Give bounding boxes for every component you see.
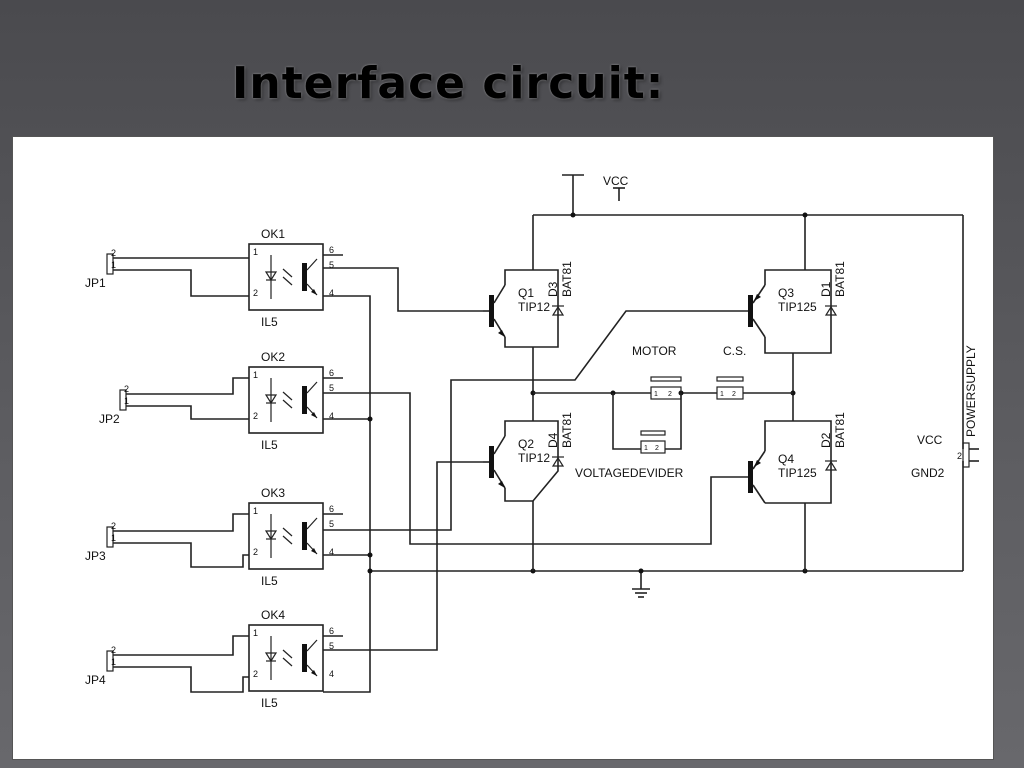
ok3-pin6: 6: [329, 504, 334, 514]
q2-name: Q2: [518, 437, 534, 451]
ok2-pin5: 5: [329, 383, 334, 393]
ok1-pin4: 4: [329, 288, 334, 298]
optocoupler-ok1: OK1 IL5 1 2 6 5 4: [248, 227, 334, 329]
q1-name: Q1: [518, 286, 534, 300]
ok1-pin6: 6: [329, 245, 334, 255]
ok4-pin5: 5: [329, 641, 334, 651]
ok3-type: IL5: [261, 574, 278, 588]
jp1-pin1: 1: [111, 260, 116, 270]
bridge-wiring: [530, 347, 806, 571]
d4-name: D4: [546, 432, 560, 448]
jp3-label: JP3: [85, 549, 106, 563]
ok4-pin6: 6: [329, 626, 334, 636]
q4-name: Q4: [778, 452, 794, 466]
transistor-q2: Q2 TIP12: [483, 420, 559, 502]
ok4-pin4: 4: [329, 669, 334, 679]
jp2-pin1: 1: [124, 396, 129, 406]
jp1-pin2: 2: [111, 248, 116, 258]
d2-type: BAT81: [833, 412, 847, 448]
jumper-jp4: 2 1 JP4: [85, 635, 249, 693]
diode-d2: D2 BAT81: [819, 412, 847, 471]
svg-text:1: 1: [644, 445, 648, 452]
q3-name: Q3: [778, 286, 794, 300]
optocoupler-ok4: OK4 IL5 1 2 6 5 4: [248, 608, 334, 710]
d1-name: D1: [819, 281, 833, 297]
cs-label: C.S.: [723, 344, 746, 358]
ok2-type: IL5: [261, 438, 278, 452]
jp4-pin2: 2: [111, 645, 116, 655]
d4-type: BAT81: [560, 412, 574, 448]
slide-title: Interface circuit:: [232, 58, 665, 109]
power-rails: VCC: [530, 174, 964, 598]
ok2-pin1: 1: [253, 370, 258, 380]
ok4-pin2: 2: [253, 669, 258, 679]
vcc-right-label: VCC: [917, 433, 943, 447]
transistor-q3: Q3 TIP125: [748, 269, 832, 354]
cs-connector: 1 2 C.S.: [716, 344, 746, 400]
jp3-pin1: 1: [111, 533, 116, 543]
svg-text:1: 1: [654, 391, 658, 398]
d1-type: BAT81: [833, 261, 847, 297]
svg-text:2: 2: [957, 451, 962, 461]
ok2-name: OK2: [261, 350, 285, 364]
svg-text:2: 2: [655, 445, 659, 452]
schematic-canvas: OK1 IL5 1 2 6 5 4 OK2 IL5 1 2 6 5 4: [12, 136, 994, 760]
ok4-type: IL5: [261, 696, 278, 710]
svg-text:1: 1: [720, 391, 724, 398]
circuit-schematic: OK1 IL5 1 2 6 5 4 OK2 IL5 1 2 6 5 4: [85, 174, 979, 710]
q4-type: TIP125: [778, 466, 817, 480]
jumper-jp1: 2 1 JP1: [85, 248, 249, 297]
power-supply-connector: 2 POWERSUPPLY VCC GND2: [911, 345, 979, 480]
q1-type: TIP12: [518, 300, 550, 314]
ok3-pin1: 1: [253, 506, 258, 516]
ok1-pin1: 1: [253, 247, 258, 257]
jumper-jp3: 2 1 JP3: [85, 513, 249, 568]
diode-d3: D3 BAT81: [546, 261, 574, 316]
diode-d4: D4 BAT81: [546, 412, 574, 467]
motor-label: MOTOR: [632, 344, 677, 358]
jp2-pin2: 2: [124, 384, 129, 394]
power-supply-label: POWERSUPPLY: [964, 345, 978, 437]
voltage-divider: 1 2 VOLTAGEDEVIDER: [575, 430, 684, 480]
voltage-divider-label: VOLTAGEDEVIDER: [575, 466, 684, 480]
svg-text:2: 2: [732, 391, 736, 398]
ok3-pin2: 2: [253, 547, 258, 557]
q3-type: TIP125: [778, 300, 817, 314]
jp4-pin1: 1: [111, 657, 116, 667]
svg-text:2: 2: [668, 391, 672, 398]
ok2-pin6: 6: [329, 368, 334, 378]
ok1-name: OK1: [261, 227, 285, 241]
jumper-jp2: 2 1 JP2: [99, 377, 249, 426]
jp2-label: JP2: [99, 412, 120, 426]
ok3-pin4: 4: [329, 547, 334, 557]
d3-name: D3: [546, 281, 560, 297]
diode-d1: D1 BAT81: [819, 261, 847, 316]
gnd2-label: GND2: [911, 466, 945, 480]
ok4-name: OK4: [261, 608, 285, 622]
jp1-label: JP1: [85, 276, 106, 290]
q2-type: TIP12: [518, 451, 550, 465]
ok1-pin5: 5: [329, 260, 334, 270]
optocoupler-ok2: OK2 IL5 1 2 6 5 4: [248, 350, 334, 452]
transistor-q4: Q4 TIP125: [748, 420, 832, 504]
ok2-pin2: 2: [253, 411, 258, 421]
vcc-top-label: VCC: [603, 174, 629, 188]
jp4-label: JP4: [85, 673, 106, 687]
ok3-name: OK3: [261, 486, 285, 500]
transistor-q1: Q1 TIP12: [483, 269, 559, 348]
ok2-pin4: 4: [329, 411, 334, 421]
d3-type: BAT81: [560, 261, 574, 297]
opto-output-wiring: [323, 254, 963, 693]
optocoupler-ok3: OK3 IL5 1 2 6 5 4: [248, 486, 334, 588]
ok1-pin2: 2: [253, 288, 258, 298]
ok3-pin5: 5: [329, 519, 334, 529]
ok1-type: IL5: [261, 315, 278, 329]
jp3-pin2: 2: [111, 521, 116, 531]
motor-connector: 1 2 MOTOR: [632, 344, 682, 400]
ok4-pin1: 1: [253, 628, 258, 638]
d2-name: D2: [819, 432, 833, 448]
